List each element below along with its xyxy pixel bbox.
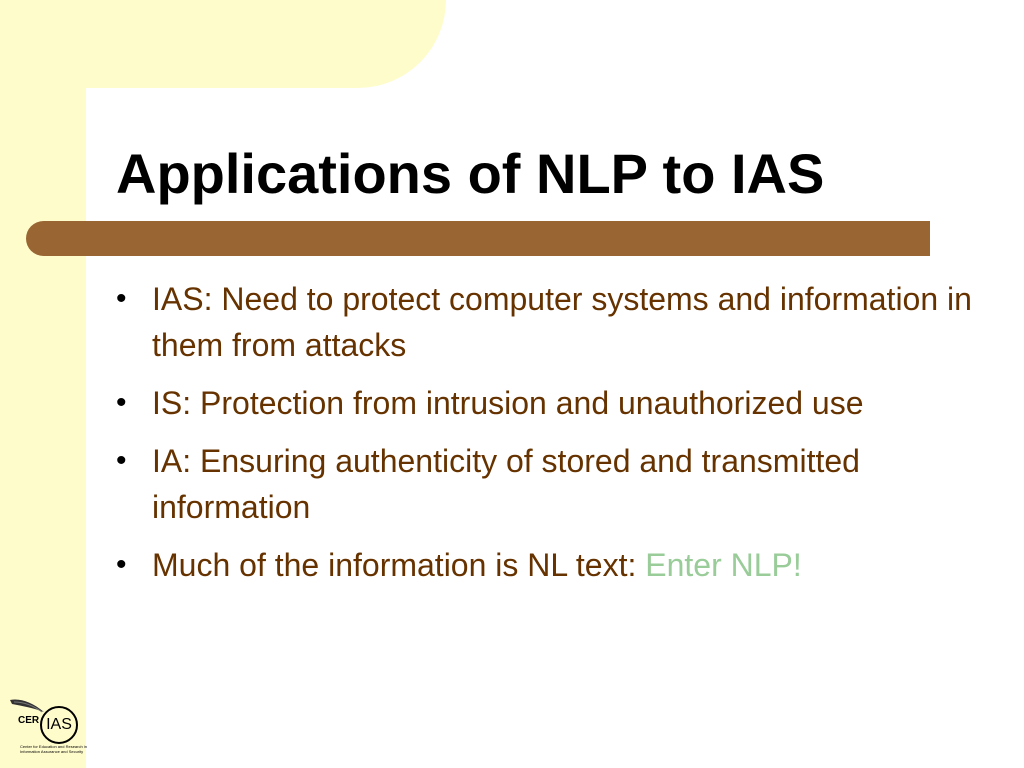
bullet-item: • IAS: Need to protect computer systems … xyxy=(116,276,996,368)
logo-caption: Center for Education and Research in Inf… xyxy=(20,744,87,754)
bullet-icon: • xyxy=(116,282,127,315)
highlight-text: Enter NLP! xyxy=(645,547,802,583)
bullet-item: • Much of the information is NL text: En… xyxy=(116,542,996,588)
bullet-icon: • xyxy=(116,386,127,419)
logo-cer-text: CER xyxy=(18,715,40,726)
bullet-item: • IS: Protection from intrusion and unau… xyxy=(116,380,996,426)
bullet-text: Much of the information is NL text: xyxy=(152,547,646,583)
cream-left-band xyxy=(0,0,86,768)
bullet-text: IAS: Need to protect computer systems an… xyxy=(152,281,972,363)
title-underline-bar xyxy=(26,221,930,256)
quill-icon xyxy=(10,699,44,713)
slide-title: Applications of NLP to IAS xyxy=(116,142,825,205)
cream-top-band xyxy=(0,0,446,88)
bullet-list: • IAS: Need to protect computer systems … xyxy=(116,276,996,600)
cerias-logo: CER IAS Center for Education and Researc… xyxy=(6,694,87,760)
bullet-text: IS: Protection from intrusion and unauth… xyxy=(152,385,864,421)
bullet-icon: • xyxy=(116,444,127,477)
bullet-item: • IA: Ensuring authenticity of stored an… xyxy=(116,438,996,530)
bullet-icon: • xyxy=(116,548,127,581)
logo-ias-text: IAS xyxy=(40,706,78,744)
bullet-text: IA: Ensuring authenticity of stored and … xyxy=(152,443,860,525)
